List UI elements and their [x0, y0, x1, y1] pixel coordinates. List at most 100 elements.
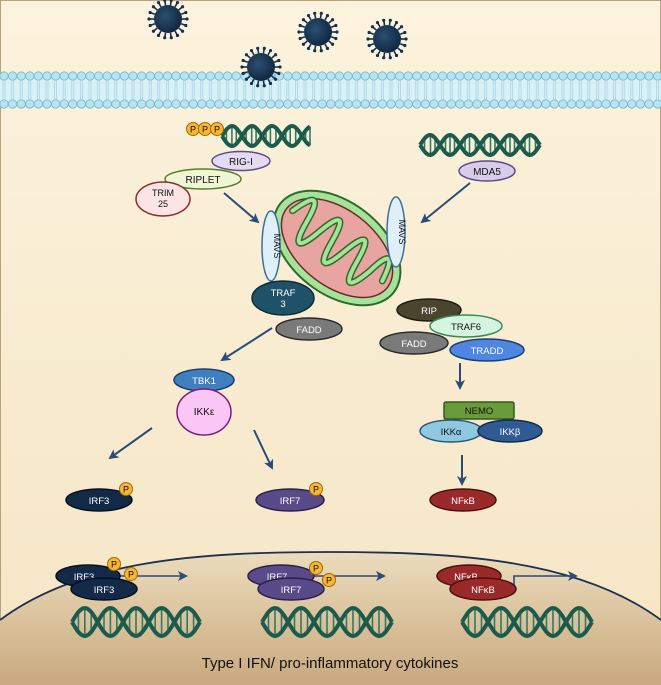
lipid-head	[532, 99, 542, 109]
virus-icon	[147, 0, 189, 40]
lipid-head	[223, 71, 233, 81]
lipid-head	[111, 99, 121, 109]
virus-icon	[366, 18, 408, 60]
lipid-head	[515, 71, 525, 81]
lipid-head	[618, 71, 628, 81]
lipid-head	[429, 71, 439, 81]
lipid-head	[334, 99, 344, 109]
lipid-head	[326, 71, 336, 81]
lipid-head	[231, 71, 241, 81]
traf6-label: TRAF6	[451, 322, 481, 333]
lipid-head	[128, 71, 138, 81]
nfkb-label: NFκB	[451, 496, 475, 507]
phosphate-badge	[119, 482, 133, 496]
lipid-head	[291, 71, 301, 81]
lipid-head	[618, 99, 628, 109]
lipid-head	[257, 99, 267, 109]
phosphate-label: P	[202, 125, 208, 135]
tradd-protein	[449, 338, 525, 362]
lipid-head	[308, 99, 319, 109]
lipid-head	[42, 99, 52, 109]
lipid-head	[59, 99, 69, 109]
lipid-head	[472, 71, 482, 81]
lipid-head	[50, 71, 61, 81]
mavs-left-label: MAVS	[272, 234, 282, 259]
mavs-protein-left	[261, 210, 281, 282]
lipid-head	[506, 71, 516, 81]
lipid-head	[601, 99, 611, 109]
nfkb-dimer-front-label: NFκB	[471, 585, 495, 596]
lipid-head	[137, 71, 147, 81]
arrow-ikke-to-irf3	[108, 427, 153, 460]
lipid-head	[472, 99, 482, 109]
tradd-label: TRADD	[471, 346, 504, 357]
virus-icon	[240, 46, 282, 88]
trim25-label: TRIM	[152, 188, 174, 198]
lipid-head	[343, 99, 353, 109]
phosphate-label: P	[313, 564, 319, 574]
lipid-head	[592, 99, 603, 109]
dna-icon-nfkb-promoter	[460, 605, 594, 639]
lipid-head	[386, 71, 396, 81]
lipid-head	[16, 71, 26, 81]
phosphate-badge	[309, 561, 323, 575]
lipid-head	[584, 71, 594, 81]
lipid-head	[480, 99, 491, 109]
lipid-head	[558, 71, 568, 81]
lipid-head	[403, 71, 413, 81]
lipid-head	[575, 99, 585, 109]
traf3-protein	[251, 280, 315, 316]
lipid-head	[360, 99, 370, 109]
phosphate-label: P	[123, 485, 129, 495]
lipid-head	[50, 99, 61, 109]
lipid-head	[85, 99, 95, 109]
lipid-head	[566, 99, 577, 109]
arrow-traf3-to-tbk1	[220, 327, 273, 362]
lipid-head	[180, 71, 190, 81]
membrane-core	[0, 76, 661, 104]
lipid-head	[16, 99, 26, 109]
trim25-label-number: 25	[158, 199, 168, 209]
lipid-head	[188, 99, 198, 109]
mavs-protein-right	[386, 196, 406, 268]
lipid-head	[489, 71, 499, 81]
nfkb-dimer-front	[449, 577, 517, 601]
phosphate-label: P	[313, 485, 319, 495]
lipid-head	[0, 99, 9, 109]
arrow-ikke-to-irf7	[253, 429, 274, 470]
lipid-head	[575, 71, 585, 81]
phosphate-label: P	[190, 125, 196, 135]
lipid-head	[549, 71, 560, 81]
lipid-head	[274, 99, 284, 109]
lipid-head	[171, 71, 181, 81]
phosphate-label: P	[111, 560, 117, 570]
lipid-head	[592, 71, 603, 81]
lipid-head	[377, 99, 387, 109]
ikke-label: IKKε	[194, 407, 215, 418]
lipid-head	[437, 99, 448, 109]
fadd-protein-left	[275, 317, 343, 341]
lipid-head	[506, 99, 516, 109]
lipid-head	[59, 71, 69, 81]
lipid-head	[429, 99, 439, 109]
lipid-head	[644, 71, 654, 81]
lipid-head	[162, 71, 172, 81]
dna-icon-irf7-promoter	[260, 605, 394, 639]
lipid-head	[283, 71, 293, 81]
irf7-dimer-front-label: IRF7	[281, 585, 302, 596]
lipid-head	[523, 99, 534, 109]
irf7-dimer-back-label: IRF7	[267, 572, 288, 583]
irf3-dimer-back-label: IRF3	[74, 572, 95, 583]
lipid-head	[94, 99, 104, 109]
lipid-head	[446, 99, 456, 109]
virus-icon	[297, 11, 339, 53]
lipid-head	[601, 71, 611, 81]
lipid-head	[326, 99, 336, 109]
lipid-head	[609, 71, 620, 81]
lipid-head	[197, 99, 207, 109]
lipid-head	[94, 71, 104, 81]
arrow-mda5-to-mavs	[420, 182, 471, 224]
lipid-head	[111, 71, 121, 81]
lipid-head	[515, 99, 525, 109]
lipid-head	[25, 99, 35, 109]
